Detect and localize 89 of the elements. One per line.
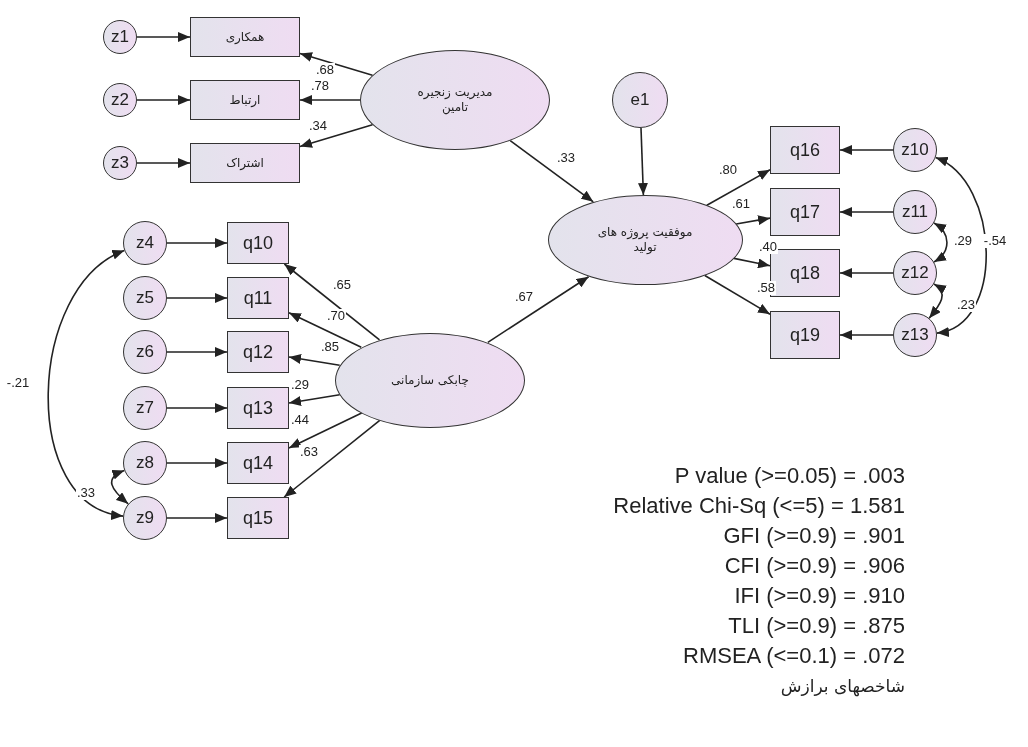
arrow: [166, 293, 228, 303]
edge-label: .67: [513, 290, 535, 304]
covariance-arrow: [928, 283, 947, 319]
arrow: [166, 513, 228, 523]
arrow: [166, 403, 228, 413]
edge-label: .29: [952, 234, 974, 248]
arrow: [166, 347, 228, 357]
edge-label: .34: [307, 119, 329, 133]
fit-index-text: CFI (>=0.9) = .906: [724, 554, 905, 578]
variable-box: q12: [227, 331, 289, 373]
arrow: [706, 168, 771, 206]
variable-box: ارتباط: [190, 80, 300, 120]
arrow: [839, 207, 894, 217]
arrow: [487, 275, 590, 344]
arrow: [288, 412, 363, 449]
edge-label: .80: [717, 163, 739, 177]
latent-ellipse: مدیریت زنجیره تامین: [360, 50, 550, 150]
variable-circle: z2: [103, 83, 137, 117]
caption-text: شاخصهای برازش: [780, 675, 905, 698]
variable-circle: z4: [123, 221, 167, 265]
variable-box: همکاری: [190, 17, 300, 57]
arrow: [166, 458, 228, 468]
arrow: [839, 145, 894, 155]
edge-label: .44: [289, 413, 311, 427]
edge-label: .70: [325, 309, 347, 323]
arrow: [839, 268, 894, 278]
variable-circle: e1: [612, 72, 668, 128]
variable-circle: z5: [123, 276, 167, 320]
edge-label: .68: [314, 63, 336, 77]
variable-circle: z6: [123, 330, 167, 374]
edge-label: .78: [309, 79, 331, 93]
edge-label: .58: [755, 281, 777, 295]
edge-label: .65: [331, 278, 353, 292]
edge-label: .29: [289, 378, 311, 392]
arrow: [299, 52, 374, 77]
arrow: [136, 32, 191, 42]
covariance-arrow: [934, 156, 987, 335]
variable-circle: z12: [893, 251, 937, 295]
edge-label: .85: [319, 340, 341, 354]
fit-index-text: P value (>=0.05) = .003: [674, 464, 905, 488]
arrow: [839, 330, 894, 340]
variable-circle: z7: [123, 386, 167, 430]
covariance-arrow: [110, 469, 129, 505]
arrow: [299, 123, 374, 148]
arrow: [288, 393, 341, 406]
arrow: [509, 139, 595, 203]
variable-box: q14: [227, 442, 289, 484]
variable-circle: z11: [893, 190, 937, 234]
arrow: [733, 257, 771, 269]
variable-circle: z1: [103, 20, 137, 54]
edge-label: -.54: [982, 234, 1008, 248]
edge-label: .63: [298, 445, 320, 459]
fit-index-text: IFI (>=0.9) = .910: [734, 584, 905, 608]
variable-circle: z8: [123, 441, 167, 485]
edge-label: .40: [757, 240, 779, 254]
variable-circle: z10: [893, 128, 937, 172]
arrow: [136, 95, 191, 105]
edge-label: .61: [730, 197, 752, 211]
arrow: [704, 274, 771, 316]
arrow: [166, 238, 228, 248]
fit-index-text: Relative Chi-Sq (<=5) = 1.581: [613, 494, 905, 518]
arrow: [283, 263, 381, 341]
variable-circle: z13: [893, 313, 937, 357]
arrow: [735, 215, 771, 226]
variable-box: q15: [227, 497, 289, 539]
fit-index-text: TLI (>=0.9) = .875: [728, 614, 905, 638]
arrow: [288, 311, 363, 349]
edge-label: .33: [555, 151, 577, 165]
covariance-arrow: [47, 249, 126, 518]
variable-box: q19: [770, 311, 840, 359]
edge-label: .23: [955, 298, 977, 312]
arrow: [283, 419, 381, 498]
arrow: [288, 354, 341, 367]
variable-box: q17: [770, 188, 840, 236]
fit-index-text: GFI (>=0.9) = .901: [723, 524, 905, 548]
variable-box: q11: [227, 277, 289, 319]
variable-box: q10: [227, 222, 289, 264]
arrow: [136, 158, 191, 168]
covariance-arrow: [933, 222, 948, 263]
edge-label: .33: [75, 486, 97, 500]
arrow: [637, 127, 648, 196]
variable-box: اشتراک: [190, 143, 300, 183]
variable-circle: z3: [103, 146, 137, 180]
variable-circle: z9: [123, 496, 167, 540]
edge-label: -.21: [5, 376, 31, 390]
variable-box: q13: [227, 387, 289, 429]
arrow: [299, 95, 361, 105]
fit-index-text: RMSEA (<=0.1) = .072: [683, 644, 905, 668]
variable-box: q16: [770, 126, 840, 174]
